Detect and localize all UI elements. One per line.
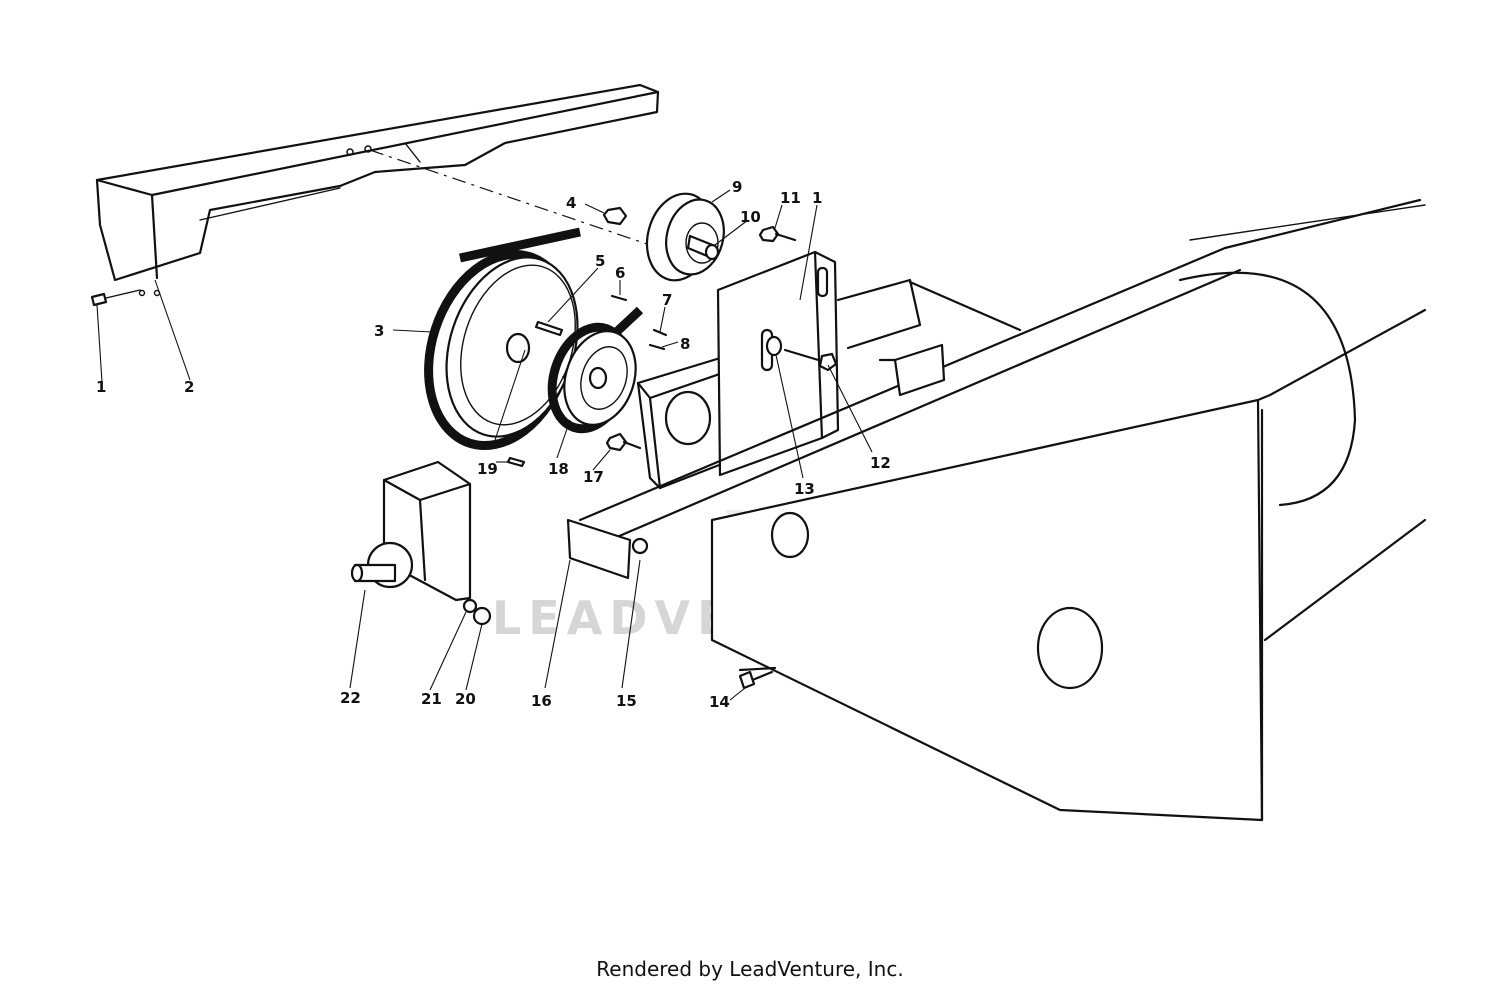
key-part-19 <box>506 456 526 468</box>
callout-22: 22 <box>340 689 361 707</box>
callout-6: 6 <box>615 264 625 282</box>
callout-21: 21 <box>421 690 442 708</box>
callout-5: 5 <box>595 252 605 270</box>
callout-16: 16 <box>531 692 552 710</box>
callout-labels: 1 2 3 4 5 6 7 8 9 10 11 1 12 13 14 15 16… <box>96 178 891 711</box>
key-part-5 <box>534 320 564 337</box>
hardware-nut-part-4 <box>584 203 628 226</box>
bolt-part-11 <box>758 225 797 243</box>
callout-12: 12 <box>870 454 891 472</box>
screw-part-14 <box>738 670 774 690</box>
callout-9: 9 <box>732 178 742 196</box>
callout-20: 20 <box>455 690 476 708</box>
callout-15: 15 <box>616 692 637 710</box>
belt-guard-part <box>95 83 660 297</box>
callout-2: 2 <box>184 378 194 396</box>
key-part-7 <box>652 328 668 337</box>
callout-18: 18 <box>548 460 569 478</box>
callout-1b: 1 <box>812 189 822 207</box>
small-pulley-part <box>547 322 637 434</box>
callout-13: 13 <box>794 480 815 498</box>
callout-4: 4 <box>566 194 576 212</box>
screw-part-1a <box>90 289 141 307</box>
idler-pulley-part <box>645 192 725 282</box>
callout-1a: 1 <box>96 378 106 396</box>
callout-14: 14 <box>709 693 730 711</box>
pin-part-6 <box>610 280 628 302</box>
plate-part-16 <box>566 518 649 580</box>
callout-17: 17 <box>583 468 604 486</box>
callout-11: 11 <box>780 189 801 207</box>
key-part-8 <box>648 343 666 351</box>
footer-credit: Rendered by LeadVenture, Inc. <box>596 957 904 981</box>
leader-lines <box>96 189 873 701</box>
centerline <box>369 149 701 263</box>
bolt-part-17 <box>605 432 642 452</box>
callout-7: 7 <box>662 291 672 309</box>
callout-8: 8 <box>680 335 690 353</box>
callout-10: 10 <box>740 208 761 226</box>
blower-housing-panel <box>710 204 1427 822</box>
callout-3: 3 <box>374 322 384 340</box>
gearbox-housing-part <box>350 460 492 626</box>
callout-19: 19 <box>477 460 498 478</box>
